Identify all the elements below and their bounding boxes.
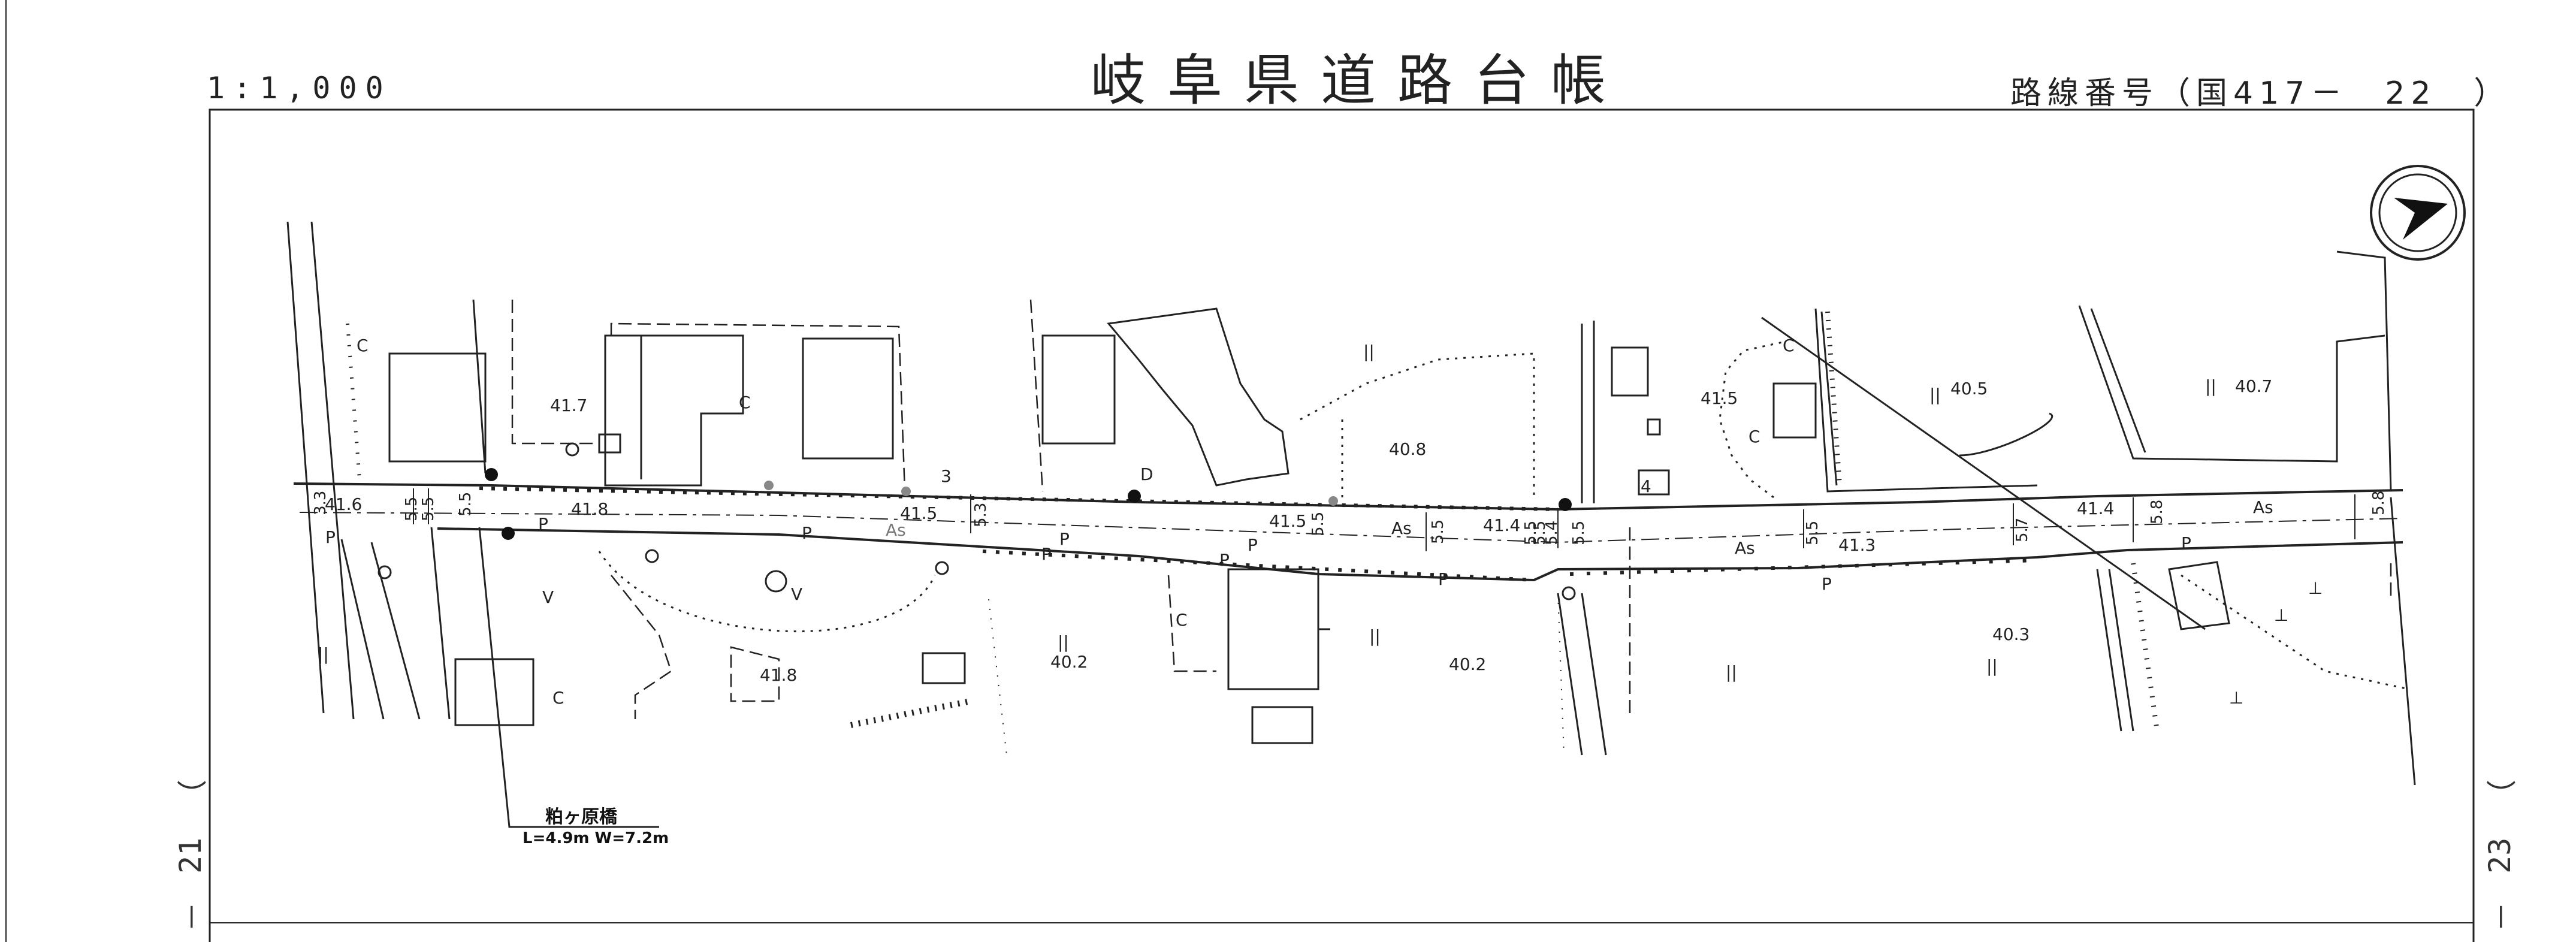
marker-label: 3 bbox=[941, 466, 952, 486]
route-number: 路線番号（国417－ 22 ） bbox=[2010, 76, 2511, 111]
road-surface-label: As bbox=[2253, 497, 2273, 517]
fences bbox=[346, 311, 2160, 756]
land-use-symbol: C bbox=[552, 688, 564, 708]
elevation-label: 41.5 bbox=[1701, 388, 1738, 408]
bridge-name: 粕ヶ原橋 bbox=[545, 807, 617, 828]
marker-label: P bbox=[538, 514, 548, 534]
land-use-symbol: || bbox=[1369, 626, 1381, 646]
road-width-label: 5.5 bbox=[457, 491, 475, 517]
land-use-symbol: C bbox=[357, 336, 369, 355]
road-width-label: 5.8 bbox=[2148, 499, 2166, 524]
marker-label: P bbox=[1219, 550, 1230, 570]
elevation-label: 40.2 bbox=[1050, 652, 1088, 672]
land-use-symbol: || bbox=[318, 644, 329, 664]
map-frame bbox=[209, 108, 2475, 942]
road-width-label: 5.5 bbox=[1309, 511, 1327, 536]
field-boundaries bbox=[598, 340, 2409, 690]
elevation-label: 41.5 bbox=[900, 503, 938, 523]
marker-label: P bbox=[1438, 569, 1448, 589]
land-use-symbol: ⊥ bbox=[2274, 605, 2289, 625]
water-tank-icon bbox=[765, 570, 787, 593]
property-lines bbox=[511, 299, 2392, 719]
marker-label: P bbox=[1248, 535, 1258, 555]
road-width-label: 5.5 bbox=[1570, 520, 1588, 545]
buildings bbox=[388, 307, 2230, 744]
marker-label: P bbox=[1041, 544, 1052, 564]
marker-label: P bbox=[802, 523, 812, 543]
elevation-label: 41.8 bbox=[571, 499, 609, 519]
land-use-symbol: V bbox=[542, 587, 554, 607]
elevation-label: 41.4 bbox=[1483, 515, 1521, 535]
scale-label: 1:1,000 bbox=[207, 71, 392, 105]
land-use-symbol: ⊥ bbox=[2229, 688, 2244, 708]
elevation-label: 41.4 bbox=[2077, 499, 2115, 518]
road-width-label: 5.8 bbox=[2370, 490, 2388, 515]
elevation-label: 40.7 bbox=[2235, 376, 2273, 396]
land-use-symbol: V bbox=[791, 584, 803, 604]
road-width-label: 5.5 bbox=[1804, 520, 1822, 545]
width-dimensions bbox=[413, 488, 2355, 551]
marker-label: 4 bbox=[1641, 476, 1651, 496]
land-use-symbol: || bbox=[1929, 385, 1941, 404]
land-use-symbol: ⊥ bbox=[2308, 578, 2323, 598]
land-use-symbol: C bbox=[1748, 427, 1760, 446]
elevation-label: 41.8 bbox=[760, 665, 798, 685]
marker-label: P bbox=[325, 527, 336, 547]
land-use-symbol: || bbox=[1986, 656, 1998, 676]
land-use-symbol: || bbox=[2205, 376, 2216, 396]
road-width-label: 3.3 bbox=[312, 490, 330, 515]
marker-label: P bbox=[2181, 533, 2191, 553]
road-width-label: 5.5 bbox=[403, 496, 421, 521]
land-use-symbol: || bbox=[1726, 662, 1737, 682]
elevation-label: 40.3 bbox=[1992, 624, 2030, 644]
road-surface-label: As bbox=[1391, 518, 1412, 538]
elevation-label: 41.7 bbox=[550, 395, 588, 415]
road-width-label: 5.5 bbox=[419, 496, 437, 521]
road-centerline bbox=[299, 512, 2403, 544]
bridge-dimensions: L=4.9m W=7.2m bbox=[523, 829, 669, 847]
road-surface-label: As bbox=[886, 520, 906, 540]
elevation-label: 41.6 bbox=[325, 494, 363, 514]
road-surface-label: As bbox=[1735, 538, 1755, 558]
marker-label: D bbox=[1140, 464, 1153, 484]
land-use-symbol: C bbox=[1176, 610, 1188, 630]
marker-label: P bbox=[1059, 529, 1070, 549]
elevation-label: 40.8 bbox=[1389, 439, 1427, 459]
elevation-label: 41.3 bbox=[1838, 535, 1876, 555]
page-title: 岐阜県道路台帳 bbox=[1091, 49, 1628, 113]
left-side-road bbox=[286, 221, 659, 828]
marker-label: P bbox=[1822, 574, 1832, 594]
utility-poles bbox=[485, 468, 1572, 540]
road-width-label: 5.3 bbox=[972, 502, 990, 527]
north-arrow-icon bbox=[2370, 165, 2466, 261]
north-arrow-head bbox=[2394, 198, 2448, 240]
land-use-symbol: C bbox=[739, 393, 751, 412]
elevation-label: 41.5 bbox=[1269, 511, 1307, 531]
road-width-label: 5.7 bbox=[2013, 517, 2031, 542]
land-use-symbol: C bbox=[1783, 336, 1795, 355]
road-width-label: 5.5 bbox=[1429, 519, 1447, 544]
land-use-symbol: || bbox=[1058, 632, 1069, 652]
road-width-label: 5.4 bbox=[1543, 520, 1561, 545]
right-side-road bbox=[1557, 250, 2416, 786]
elevation-label: 40.5 bbox=[1950, 379, 1988, 398]
elevation-label: 40.2 bbox=[1449, 654, 1487, 674]
land-use-symbol: || bbox=[1363, 342, 1375, 361]
